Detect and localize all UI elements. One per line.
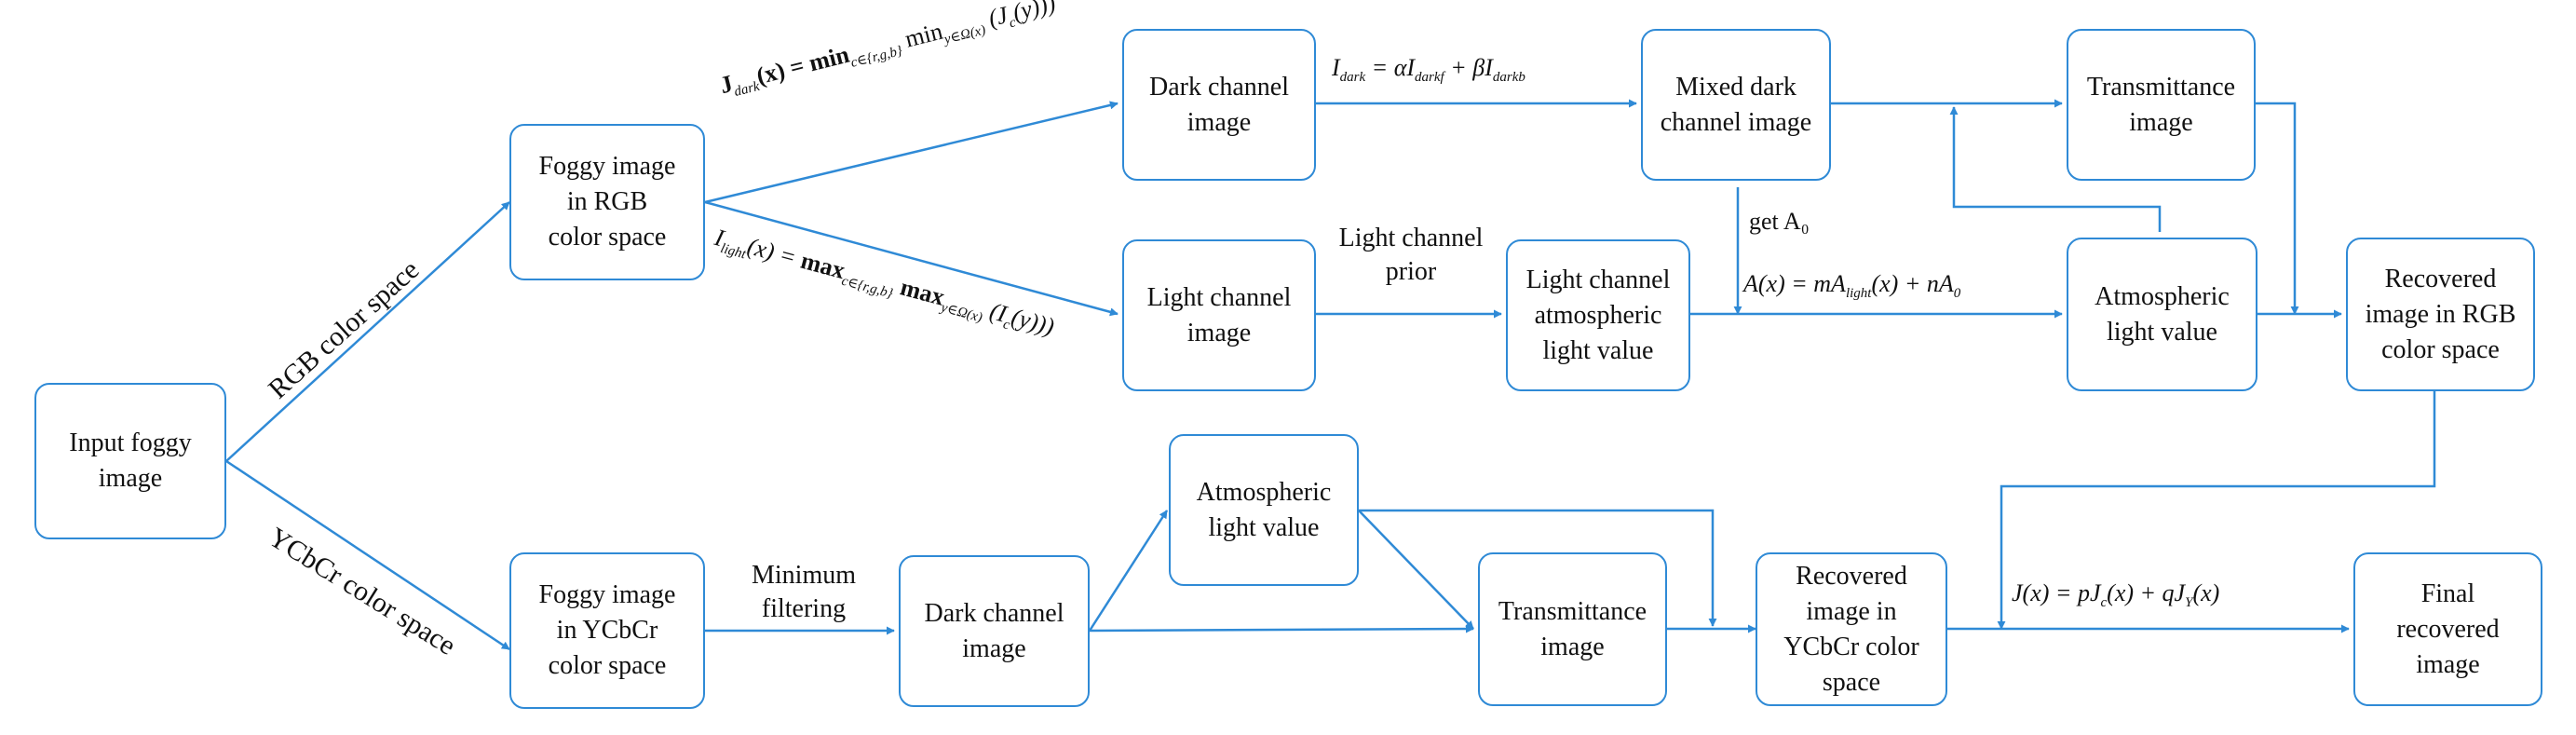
arrow-input-rgb: [225, 201, 510, 462]
light-channel-image-box: Light channel image: [1122, 239, 1316, 391]
light-channel-prior-label: Light channel prior: [1338, 224, 1484, 286]
atmospheric-light-text-bottom: Atmospheric light value: [1196, 477, 1332, 542]
transmittance-image-box-bottom: Transmittance image: [1478, 552, 1667, 706]
recovered-rgb-text: Recovered image in RGB color space: [2365, 264, 2516, 364]
input-foggy-image-text: Input foggy image: [69, 429, 192, 493]
mix-eq-eq: = αI: [1371, 54, 1416, 81]
mixed-dark-equation: Idark = αIdarkf + βIdarkb: [1332, 54, 1525, 91]
transmittance-image-box-top: Transmittance image: [2067, 29, 2256, 181]
arrow-trans-rec: [2256, 102, 2299, 315]
final-recovered-text: Final recovered image: [2396, 578, 2500, 679]
atmospheric-light-box-top: Atmospheric light value: [2067, 238, 2257, 391]
arrow-input-ycbcr: [225, 459, 510, 651]
atm-eq-sub: light: [1845, 286, 1872, 302]
mix-eq-lhs-sub: dark: [1339, 70, 1366, 86]
light-channel-image-text: Light channel image: [1146, 282, 1292, 347]
light-channel-atmospheric-text: Light channel atmospheric light value: [1525, 265, 1671, 365]
arrow-rgb-dark: [704, 101, 1119, 204]
atmospheric-light-equation: A(x) = mAlight(x) + nA0: [1743, 270, 1960, 307]
arrow-dark-trans: [1089, 624, 1474, 633]
transmittance-image-text-bottom: Transmittance image: [1498, 596, 1647, 661]
atm-eq-sub2: 0: [1953, 286, 1961, 302]
fusion-eq-tail: (x): [2192, 579, 2220, 606]
arrow-atm-trans: [1358, 510, 1474, 630]
fusion-eq-lhs: J(x) = pJ: [2012, 579, 2101, 606]
dark-eq-lhs-sub: dark: [732, 78, 762, 101]
recovered-ycbcr-text: Recovered image in YCbCr color space: [1783, 561, 1919, 697]
dark-eq-op1-sub: c∈{r,g,b}: [848, 43, 904, 71]
dark-channel-image-box-top: Dark channel image: [1122, 29, 1316, 181]
atmospheric-light-text-top: Atmospheric light value: [2095, 281, 2230, 347]
dark-eq-tail: (y))): [1010, 0, 1059, 26]
fusion-eq-sub2: Y: [2185, 595, 2193, 611]
mix-eq-t1-sub: darkf: [1415, 70, 1444, 86]
fusion-equation: J(x) = pJc(x) + qJY(x): [2012, 579, 2219, 617]
mix-eq-lhs: I: [1332, 54, 1340, 81]
ycbcr-foggy-image-text: Foggy image in YCbCr color space: [538, 580, 676, 680]
ycbcr-foggy-image-box: Foggy image in YCbCr color space: [509, 552, 705, 709]
fusion-eq-sub1: c: [2100, 595, 2108, 611]
mix-eq-t2-sub: darkb: [1492, 70, 1525, 86]
arrow-rgb-light: [704, 200, 1119, 317]
recovered-ycbcr-box: Recovered image in YCbCr color space: [1756, 552, 1947, 706]
input-foggy-image-box: Input foggy image: [34, 383, 226, 539]
mixed-dark-channel-text: Mixed dark channel image: [1660, 72, 1812, 137]
dark-channel-image-box-bottom: Dark channel image: [899, 555, 1090, 707]
recovered-rgb-box: Recovered image in RGB color space: [2346, 238, 2535, 391]
dark-eq-op2-sub: y∈Ω(x): [942, 22, 988, 48]
mix-eq-plus: + βI: [1450, 54, 1493, 81]
minimum-filtering-label: Minimum filtering: [751, 561, 856, 623]
arrow-atm-feedback: [1949, 106, 2162, 232]
fusion-eq-mid: (x) + qJ: [2107, 579, 2186, 606]
final-recovered-box: Final recovered image: [2353, 552, 2542, 706]
dark-channel-image-text-bottom: Dark channel image: [924, 598, 1064, 663]
light-channel-atmospheric-box: Light channel atmospheric light value: [1506, 239, 1690, 391]
get-a0-label: get A₀: [1749, 208, 1810, 235]
rgb-foggy-image-box: Foggy image in RGB color space: [509, 124, 705, 280]
mixed-dark-channel-box: Mixed dark channel image: [1641, 29, 1831, 181]
rgb-foggy-image-text: Foggy image in RGB color space: [538, 152, 676, 252]
atmospheric-light-box-bottom: Atmospheric light value: [1169, 434, 1359, 586]
dark-channel-image-text-top: Dark channel image: [1148, 72, 1290, 137]
light-eq-op2-sub: y∈Ω(x): [939, 300, 984, 326]
arrow-rec-fusion: [1997, 389, 2436, 630]
transmittance-image-text-top: Transmittance image: [2086, 72, 2236, 137]
arrow-dark-atm: [1088, 510, 1169, 632]
light-eq-lhs-sub: light: [718, 240, 748, 263]
arrow-atm-rec-ycbcr: [1359, 509, 1717, 627]
atm-eq-rest: (x) + nA: [1871, 270, 1954, 297]
atm-eq-lhs: A(x) = mA: [1743, 270, 1846, 297]
